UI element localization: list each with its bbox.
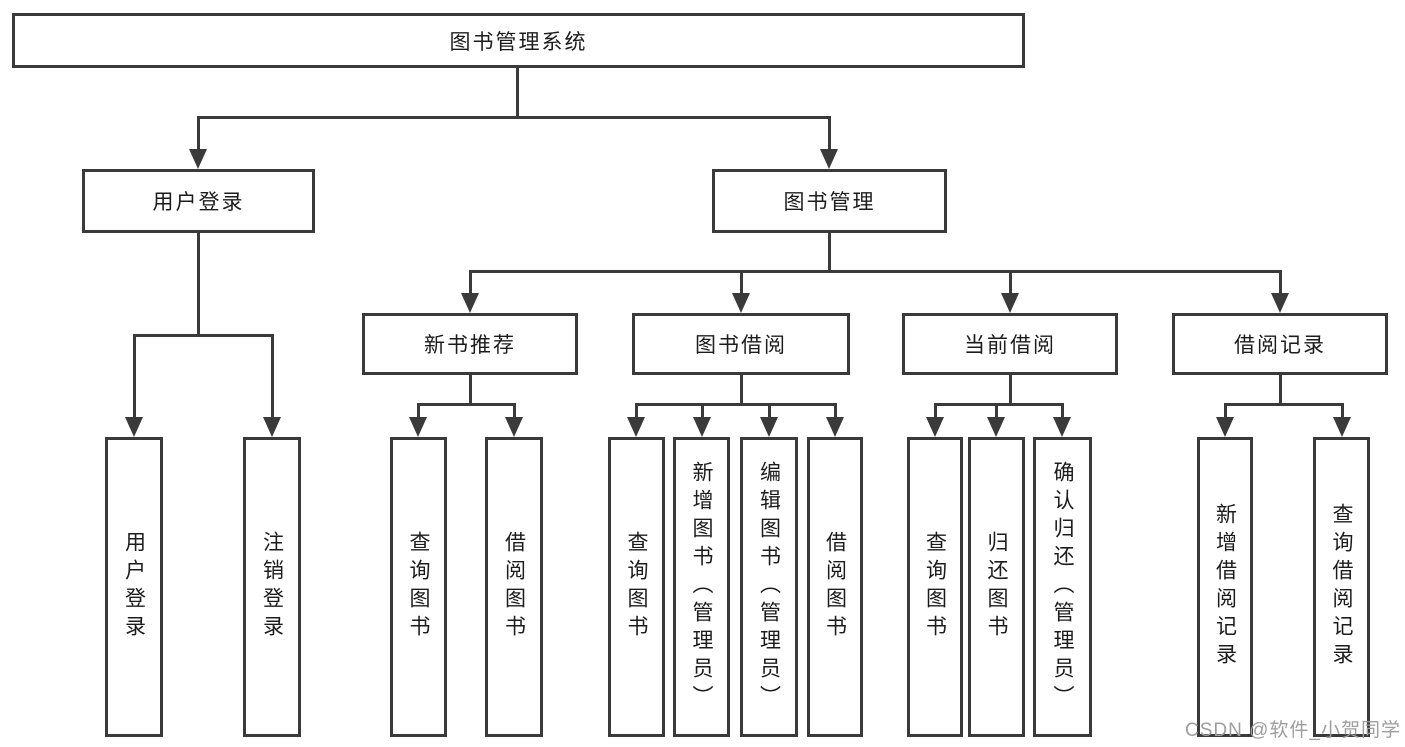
leaf-query-books-current: 查询图书 <box>907 437 963 737</box>
node-label: 当前借阅 <box>964 334 1056 357</box>
connector-line <box>469 270 472 296</box>
connector-line <box>1009 375 1012 405</box>
connector-line <box>1009 270 1012 296</box>
arrow-down-icon <box>627 417 645 437</box>
node-label: 新书推荐 <box>424 334 516 357</box>
leaf-label: 新增图书（管理员） <box>690 461 714 713</box>
node-book-management: 图书管理 <box>712 169 947 233</box>
leaf-borrow-books-recommend: 借阅图书 <box>485 437 543 737</box>
connector-line <box>1279 375 1282 405</box>
connector-line <box>513 403 516 419</box>
connector-line <box>417 403 420 419</box>
connector-line <box>197 116 830 119</box>
arrow-down-icon <box>1001 293 1019 313</box>
arrow-down-icon <box>409 417 427 437</box>
arrow-down-icon <box>1216 417 1234 437</box>
connector-line <box>133 334 273 337</box>
connector-line <box>995 403 998 419</box>
node-book-borrow: 图书借阅 <box>632 313 850 375</box>
node-label: 用户登录 <box>152 191 245 214</box>
watermark: CSDN @软件_小贺同学 <box>1185 720 1401 741</box>
leaf-label: 新增借阅记录 <box>1213 503 1237 671</box>
leaf-label: 借阅图书 <box>502 531 526 643</box>
leaf-query-borrow-record: 查询借阅记录 <box>1313 437 1370 737</box>
node-label: 图书借阅 <box>695 334 787 357</box>
arrow-down-icon <box>1271 293 1289 313</box>
node-user-login: 用户登录 <box>82 169 315 233</box>
connector-line <box>635 403 638 419</box>
connector-line <box>197 233 200 336</box>
arrow-down-icon <box>505 417 523 437</box>
connector-line <box>701 403 704 419</box>
arrow-down-icon <box>125 417 143 437</box>
connector-line <box>1224 403 1343 406</box>
node-new-book-recommend: 新书推荐 <box>362 313 578 375</box>
node-borrow-records: 借阅记录 <box>1172 313 1388 375</box>
arrow-down-icon <box>1333 417 1351 437</box>
connector-line <box>1341 403 1344 419</box>
leaf-edit-books-admin: 编辑图书（管理员） <box>740 437 798 737</box>
leaf-label: 查询图书 <box>923 531 947 643</box>
connector-line <box>740 270 743 296</box>
node-label: 图书管理 <box>783 191 876 214</box>
connector-line <box>1224 403 1227 419</box>
arrow-down-icon <box>820 149 838 169</box>
connector-line <box>469 270 1281 273</box>
connector-line <box>834 403 837 419</box>
node-label: 借阅记录 <box>1234 334 1326 357</box>
connector-line <box>635 403 836 406</box>
arrow-down-icon <box>987 417 1005 437</box>
arrow-down-icon <box>926 417 944 437</box>
arrow-down-icon <box>732 293 750 313</box>
leaf-label: 查询借阅记录 <box>1330 503 1354 671</box>
leaf-logout: 注销登录 <box>243 437 301 737</box>
node-current-borrow: 当前借阅 <box>902 313 1118 375</box>
leaf-confirm-return-admin: 确认归还（管理员） <box>1033 437 1092 737</box>
connector-line <box>740 375 743 405</box>
connector-line <box>768 403 771 419</box>
leaf-borrow-books: 借阅图书 <box>807 437 863 737</box>
arrow-down-icon <box>189 149 207 169</box>
leaf-label: 查询图书 <box>625 531 649 643</box>
leaf-user-login: 用户登录 <box>105 437 163 737</box>
leaf-query-books-recommend: 查询图书 <box>390 437 447 737</box>
connector-line <box>1061 403 1064 419</box>
leaf-label: 确认归还（管理员） <box>1051 461 1075 713</box>
leaf-label: 借阅图书 <box>823 531 847 643</box>
leaf-add-books-admin: 新增图书（管理员） <box>673 437 730 737</box>
arrow-down-icon <box>693 417 711 437</box>
connector-line <box>934 403 1063 406</box>
arrow-down-icon <box>1053 417 1071 437</box>
arrow-down-icon <box>826 417 844 437</box>
connector-line <box>828 116 831 151</box>
arrow-down-icon <box>263 417 281 437</box>
connector-line <box>197 116 200 151</box>
leaf-label: 归还图书 <box>985 531 1009 643</box>
connector-line <box>271 334 274 419</box>
leaf-label: 用户登录 <box>122 531 146 643</box>
connector-line <box>828 233 831 272</box>
leaf-add-borrow-record: 新增借阅记录 <box>1197 437 1253 737</box>
leaf-return-books: 归还图书 <box>968 437 1025 737</box>
node-root: 图书管理系统 <box>12 13 1025 68</box>
arrow-down-icon <box>461 293 479 313</box>
connector-line <box>516 68 519 118</box>
leaf-label: 编辑图书（管理员） <box>757 461 781 713</box>
leaf-query-books-borrow: 查询图书 <box>608 437 665 737</box>
connector-line <box>417 403 515 406</box>
connector-line <box>133 334 136 419</box>
leaf-label: 查询图书 <box>407 531 431 643</box>
node-label: 图书管理系统 <box>449 30 588 54</box>
connector-line <box>1279 270 1282 296</box>
connector-line <box>934 403 937 419</box>
connector-line <box>469 375 472 405</box>
leaf-label: 注销登录 <box>260 531 284 643</box>
arrow-down-icon <box>760 417 778 437</box>
